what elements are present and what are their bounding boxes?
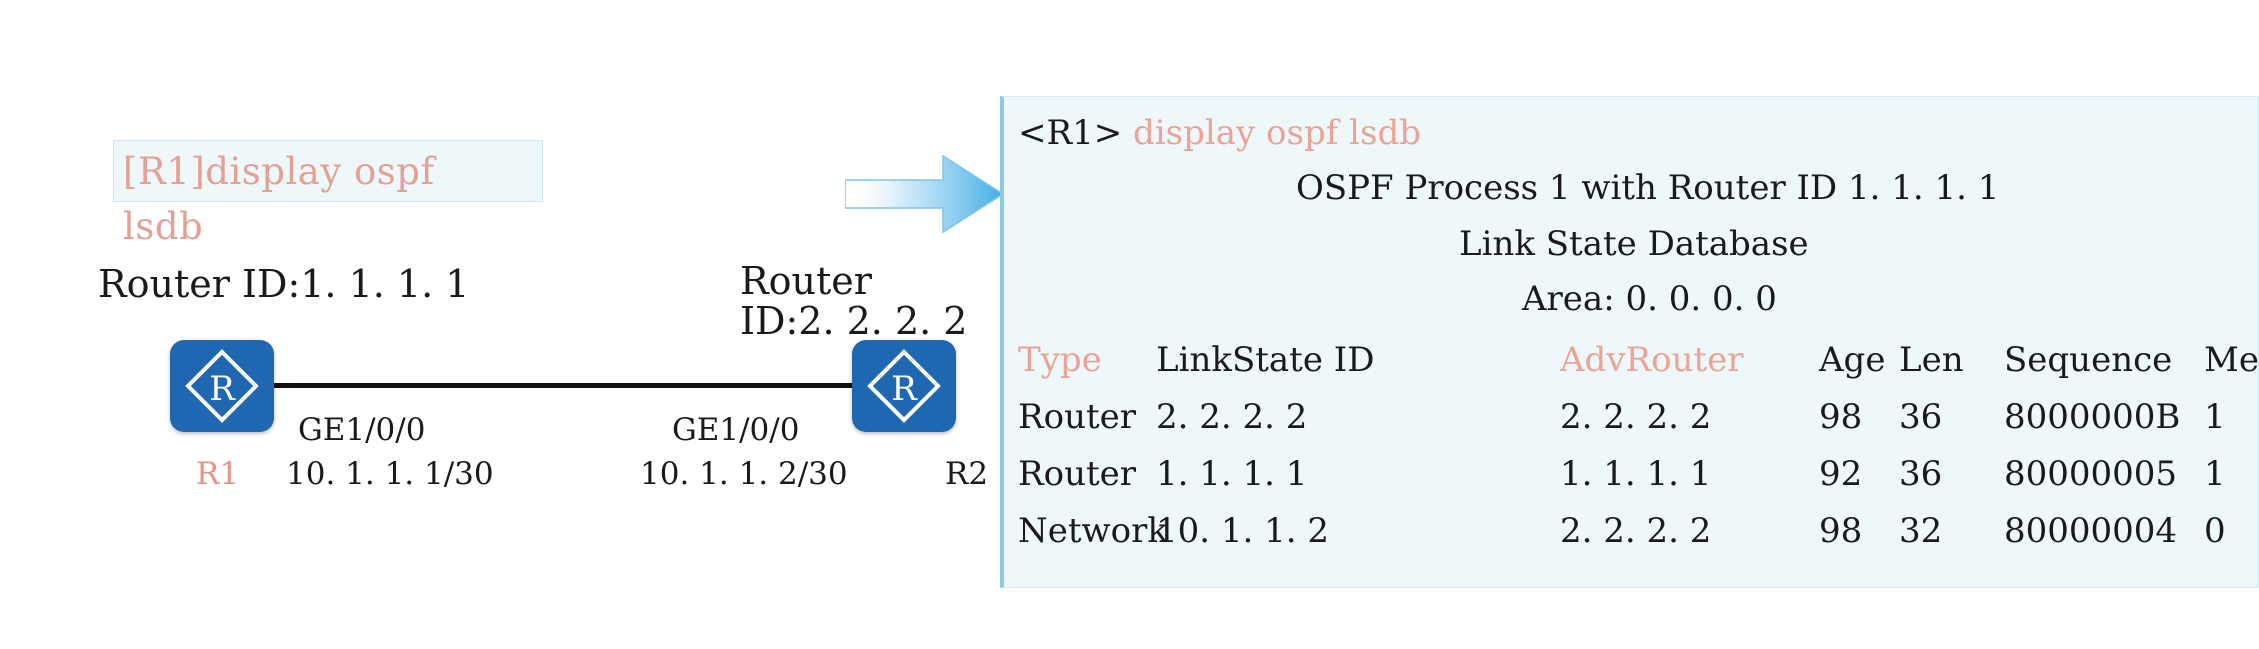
command-callout-line-2: lsdb xyxy=(123,205,204,248)
cell-advrouter: 1. 1. 1. 1 xyxy=(1560,454,1712,494)
svg-text:R: R xyxy=(209,369,236,409)
lsdb-header: Link State Database xyxy=(1459,224,1809,264)
router1-interface-name: GE1/0/0 xyxy=(298,412,426,448)
terminal-command-text: display ospf lsdb xyxy=(1133,113,1421,153)
router2-id-label-line-2: ID:2. 2. 2. 2 xyxy=(740,298,968,343)
table-row: Router 1. 1. 1. 1 1. 1. 1. 1 92 36 80000… xyxy=(1004,454,2258,494)
column-header-metric: Metric xyxy=(2204,340,2259,380)
cell-advrouter: 2. 2. 2. 2 xyxy=(1560,511,1712,551)
cell-type: Router xyxy=(1018,397,1137,437)
cell-sequence: 80000004 xyxy=(2004,511,2178,551)
cell-linkstate-id: 2. 2. 2. 2 xyxy=(1156,397,1308,437)
cell-type: Router xyxy=(1018,454,1137,494)
right-arrow-icon xyxy=(844,148,1005,240)
terminal-prompt-row: <R1> display ospf lsdb xyxy=(1018,113,1421,153)
router2-name-label: R2 xyxy=(945,456,989,492)
terminal-prompt-symbol: <R1> xyxy=(1018,113,1123,153)
column-header-sequence: Sequence xyxy=(2004,340,2173,380)
column-header-type: Type xyxy=(1018,340,1102,380)
router1-name-label: R1 xyxy=(196,456,240,492)
command-callout-box xyxy=(113,140,543,202)
ospf-process-header: OSPF Process 1 with Router ID 1. 1. 1. 1 xyxy=(1296,168,2000,208)
cell-len: 32 xyxy=(1899,511,1943,551)
cell-sequence: 8000000B xyxy=(2004,397,2181,437)
area-header: Area: 0. 0. 0. 0 xyxy=(1522,279,1777,319)
cell-linkstate-id: 1. 1. 1. 1 xyxy=(1156,454,1308,494)
cell-sequence: 80000005 xyxy=(2004,454,2178,494)
router2-id-label: Router ID:2. 2. 2. 2 xyxy=(740,259,970,343)
cell-metric: 1 xyxy=(2204,397,2226,437)
column-header-len: Len xyxy=(1899,340,1964,380)
cell-age: 98 xyxy=(1819,397,1863,437)
table-row: Router 2. 2. 2. 2 2. 2. 2. 2 98 36 80000… xyxy=(1004,397,2258,437)
lsdb-table-header-row: Type LinkState ID AdvRouter Age Len Sequ… xyxy=(1004,340,2258,380)
cell-age: 98 xyxy=(1819,511,1863,551)
cell-age: 92 xyxy=(1819,454,1863,494)
network-topology-diagram: [R1]display ospf lsdb Router ID:1. 1. 1.… xyxy=(0,0,1005,649)
column-header-advrouter: AdvRouter xyxy=(1560,340,1744,380)
svg-text:R: R xyxy=(891,369,918,409)
table-row: Network 10. 1. 1. 2 2. 2. 2. 2 98 32 800… xyxy=(1004,511,2258,551)
column-header-age: Age xyxy=(1819,340,1886,380)
cell-linkstate-id: 10. 1. 1. 2 xyxy=(1156,511,1330,551)
cell-advrouter: 2. 2. 2. 2 xyxy=(1560,397,1712,437)
cell-len: 36 xyxy=(1899,397,1943,437)
router1-id-label: Router ID:1. 1. 1. 1 xyxy=(98,262,470,306)
cell-metric: 0 xyxy=(2204,511,2226,551)
cell-type: Network xyxy=(1018,511,1168,551)
terminal-output-panel: <R1> display ospf lsdb OSPF Process 1 wi… xyxy=(1000,96,2259,588)
router-link-line xyxy=(272,383,854,388)
router-icon[interactable]: R xyxy=(170,340,274,432)
router2-interface-ip: 10. 1. 1. 2/30 xyxy=(640,456,848,492)
router2-id-label-line-1: Router xyxy=(740,259,872,303)
router1-interface-ip: 10. 1. 1. 1/30 xyxy=(286,456,494,492)
command-callout-line-1: [R1]display ospf xyxy=(123,150,435,193)
cell-len: 36 xyxy=(1899,454,1943,494)
router-icon[interactable]: R xyxy=(852,340,956,432)
column-header-linkstate-id: LinkState ID xyxy=(1156,340,1375,380)
router2-interface-name: GE1/0/0 xyxy=(672,412,800,448)
cell-metric: 1 xyxy=(2204,454,2226,494)
